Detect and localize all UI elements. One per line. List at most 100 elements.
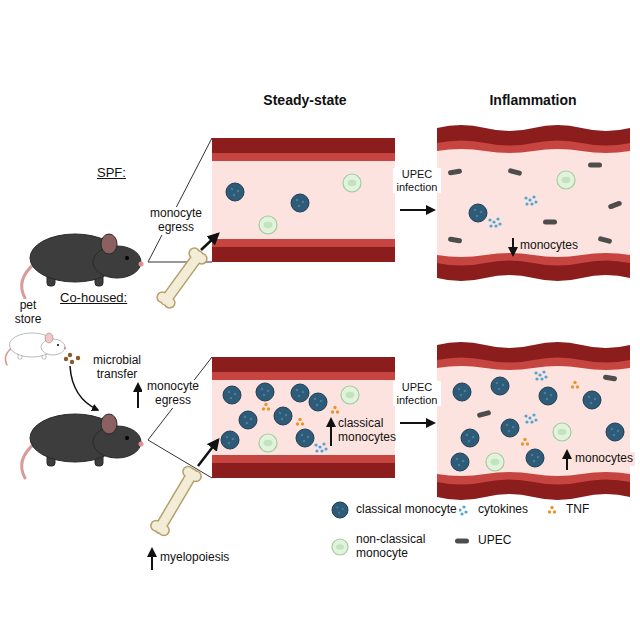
cell-granule (458, 464, 461, 467)
non-classical-monocyte (553, 423, 571, 441)
cell-body (291, 384, 309, 402)
cytokine-dot (322, 442, 325, 445)
cell-body (226, 183, 244, 201)
fecal-pellet (68, 353, 72, 357)
cell-body (291, 194, 309, 212)
vessel-wall (212, 138, 395, 262)
tnf-dot (553, 510, 556, 513)
cell-body (223, 386, 241, 404)
tnf-dot (262, 407, 265, 410)
cell-granule (296, 199, 299, 202)
classical-monocyte (501, 419, 519, 437)
cell-body (539, 387, 557, 405)
legend-sample (455, 539, 469, 544)
blood-vessel (212, 357, 395, 478)
tnf-dot (296, 422, 299, 425)
classical-monocyte (296, 429, 314, 447)
cell-granule (462, 460, 465, 463)
cytokine-dot (462, 505, 465, 508)
cell-body (453, 383, 471, 401)
cell-granule (303, 440, 306, 443)
mouse (22, 234, 144, 298)
cell-body (221, 431, 239, 449)
inflamed-vessel (437, 125, 630, 281)
cytokine-dot (525, 202, 528, 205)
cell-granule (590, 402, 593, 405)
non-classical-monocyte (343, 174, 361, 192)
cell-granule (550, 394, 553, 397)
non-classical-monocyte (259, 216, 277, 234)
cell-granule (298, 205, 301, 208)
bone (156, 247, 207, 308)
cell-granule (506, 424, 509, 427)
cell-granule (476, 215, 479, 218)
cell-body (491, 377, 509, 395)
classical-monocyte (606, 423, 624, 441)
cytokine-dot (314, 443, 317, 446)
classical-monocyte (332, 502, 348, 518)
cell-granule (234, 393, 237, 396)
cell-granule (546, 398, 549, 401)
cell-granule (533, 460, 536, 463)
increase-arrow (137, 384, 139, 408)
legend-text: TNF (564, 503, 591, 517)
cell-granule (480, 211, 483, 214)
tnf-dot (267, 407, 270, 410)
mouse-tail (22, 443, 35, 478)
cell-body (341, 386, 359, 404)
cell-granule (307, 436, 310, 439)
cytokine-dot (530, 420, 533, 423)
cytokine-dot (542, 370, 545, 373)
cell-nucleus (336, 544, 344, 550)
legend-sample (332, 502, 348, 518)
cell-granule (508, 430, 511, 433)
upec-bacterium (508, 168, 523, 176)
cell-granule (261, 388, 264, 391)
cell-granule (342, 508, 344, 510)
classical-monocyte (469, 204, 487, 222)
bone-knob (184, 467, 193, 476)
cell-body (583, 391, 601, 409)
mouse (5, 333, 66, 365)
egress-arrow (201, 234, 218, 250)
cell-granule (316, 404, 319, 407)
mouse-head (93, 246, 141, 278)
mouse-ear (101, 234, 117, 254)
cytokine-dot (489, 224, 492, 227)
bone-shaft (166, 256, 198, 300)
mouse-nose (64, 347, 67, 350)
cell-body (259, 434, 277, 452)
upec-bacterium (603, 374, 618, 381)
cell-granule (338, 512, 340, 514)
infection-arrow (400, 209, 434, 211)
non-classical-monocyte (332, 539, 348, 555)
tnf-dot (526, 442, 529, 445)
cell-nucleus (558, 429, 567, 435)
vessel-wall (437, 342, 630, 500)
tnf-dot (333, 406, 336, 409)
increase-arrow (151, 549, 153, 570)
cell-body (332, 502, 348, 518)
tnf-dot (571, 385, 574, 388)
cell-granule (228, 391, 231, 394)
arrow-label: microbial transfer (86, 354, 148, 382)
classical-monocyte (274, 407, 292, 425)
cell-granule (464, 390, 467, 393)
cell-granule (502, 384, 505, 387)
classical-monocyte (461, 429, 479, 447)
upec-bacterium (608, 200, 623, 209)
tnf-dot (550, 506, 553, 509)
classical-monocyte (226, 183, 244, 201)
mouse-eye (57, 344, 59, 346)
cytokine-dot (464, 510, 467, 513)
cell-granule (301, 434, 304, 437)
increase-arrow (330, 419, 332, 446)
vessel-lumen (212, 380, 395, 455)
tnf-dot (521, 442, 524, 445)
non-classical-monocyte (557, 171, 575, 189)
cell-granule (531, 454, 534, 457)
process-label: myelopoiesis (158, 551, 231, 565)
cell-body (274, 407, 292, 425)
cell-granule (279, 412, 282, 415)
